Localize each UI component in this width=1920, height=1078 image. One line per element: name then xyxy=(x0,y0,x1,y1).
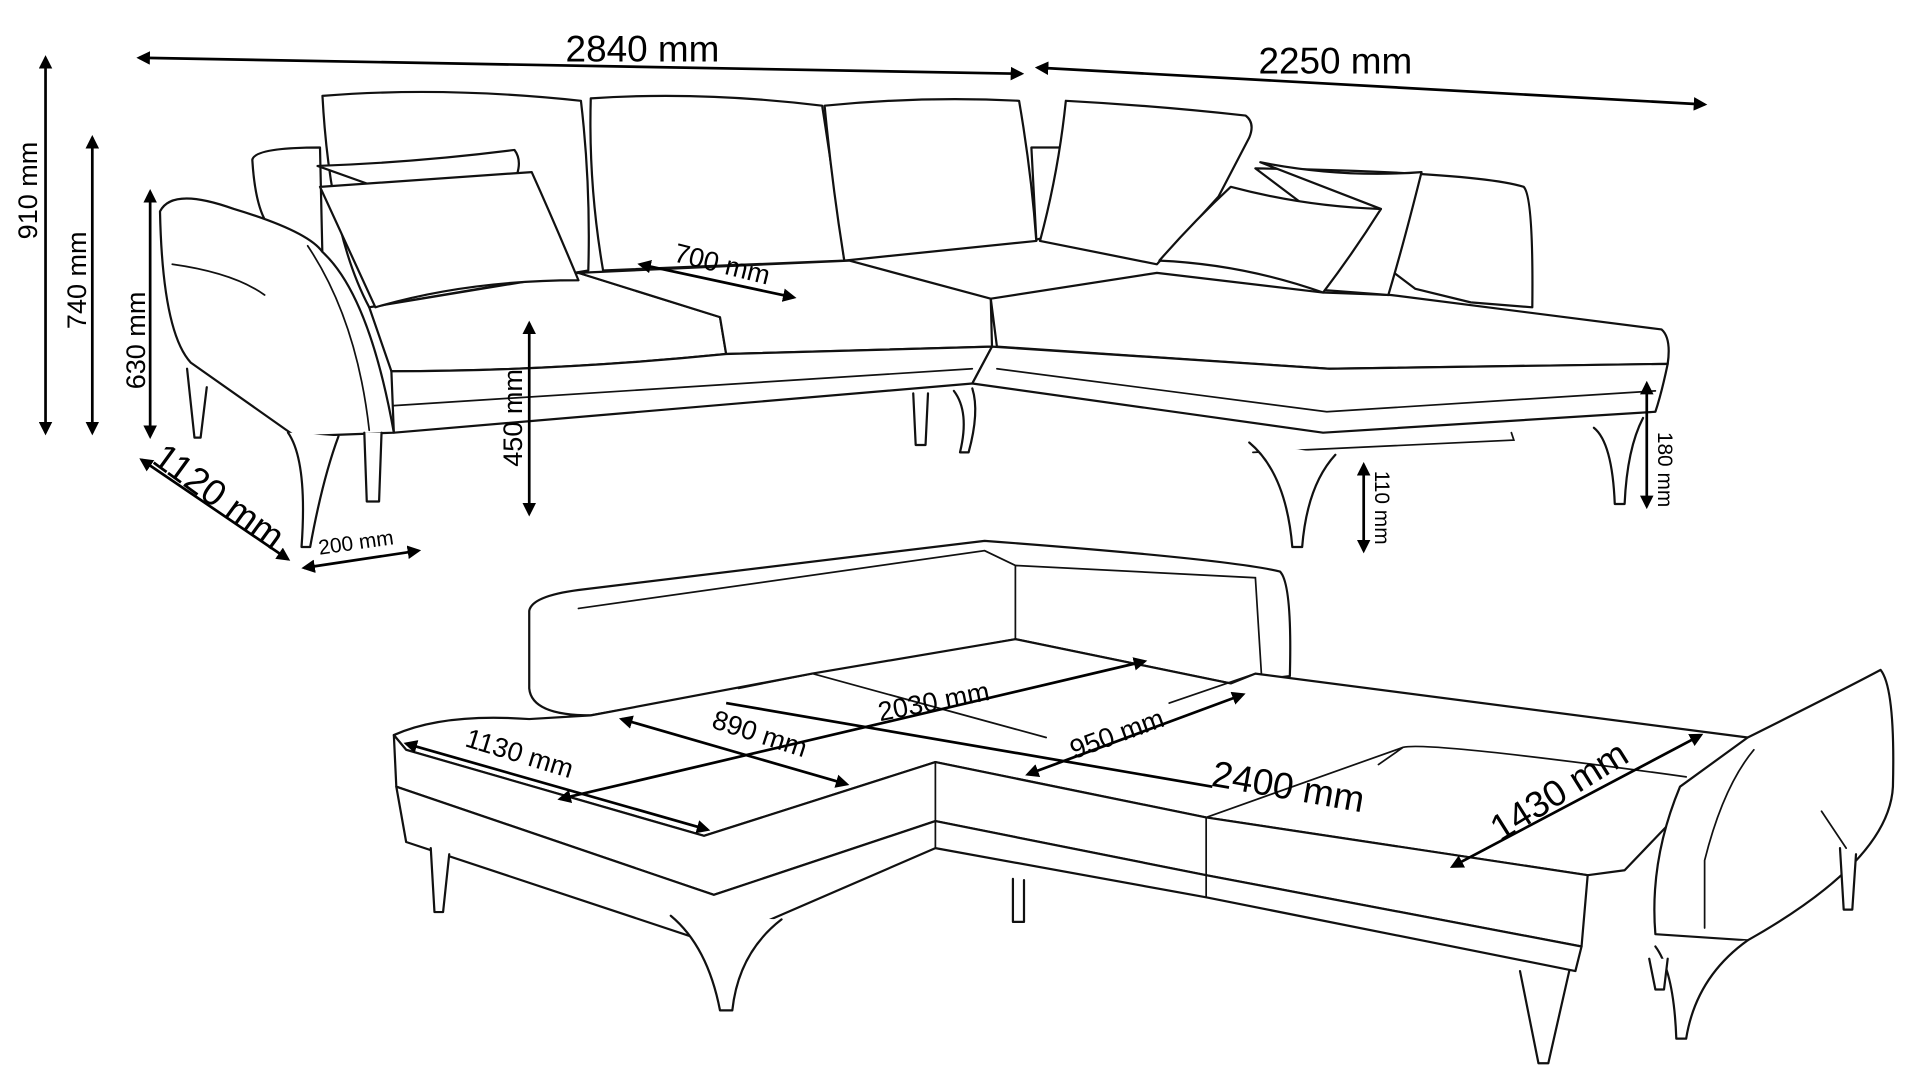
leg xyxy=(1011,877,1026,923)
leg xyxy=(1248,441,1337,549)
leg xyxy=(1592,416,1645,506)
assembled-sofa-drawing xyxy=(158,90,1670,549)
arrow-1120 xyxy=(139,458,291,561)
leg xyxy=(185,367,208,439)
bed-armrest xyxy=(1653,668,1895,942)
arrow-1130 xyxy=(403,740,711,834)
arrow-2400-line xyxy=(725,701,1213,789)
leg xyxy=(912,392,930,447)
left-base xyxy=(390,345,994,434)
armrest-seam xyxy=(171,244,371,432)
chaise-base xyxy=(971,345,1669,434)
arrow-2250 xyxy=(1034,61,1708,111)
leg xyxy=(1654,939,1749,1040)
label-width-left: 2840 mm xyxy=(566,28,720,69)
bed-back-inner xyxy=(577,549,1263,677)
leg xyxy=(1648,957,1669,991)
pillow-left xyxy=(318,170,580,309)
dimension-arrows xyxy=(38,51,1708,868)
label-leg-chaise: 180 mm xyxy=(1653,432,1676,507)
leg xyxy=(952,387,977,454)
arrow-890 xyxy=(618,715,850,788)
arrow-700 xyxy=(637,259,797,302)
label-height-arm: 630 mm xyxy=(121,292,151,390)
leg xyxy=(1518,969,1571,1065)
pillow-back-right xyxy=(1259,161,1423,297)
back-cushion-2 xyxy=(589,94,846,272)
back-cushion-3 xyxy=(823,98,1038,262)
arrow-200 xyxy=(301,545,422,573)
label-seat-height: 450 mm xyxy=(498,369,528,467)
leg xyxy=(286,431,340,549)
label-leg-front: 110 mm xyxy=(1370,471,1393,545)
label-height-back: 740 mm xyxy=(62,231,92,329)
armrest-seam xyxy=(1703,748,1848,929)
left-armrest xyxy=(158,197,395,438)
leg xyxy=(363,431,383,503)
label-width-right: 2250 mm xyxy=(1258,41,1412,82)
leg xyxy=(429,847,451,914)
leg xyxy=(669,914,783,1012)
arrow-2840 xyxy=(136,51,1025,81)
chaise-underframe xyxy=(1252,431,1516,454)
bed-mode-sofa-drawing xyxy=(392,539,1895,1065)
base-seam xyxy=(392,367,1657,413)
label-height-total: 910 mm xyxy=(13,142,43,240)
leg xyxy=(1838,847,1858,911)
pillow-right xyxy=(1158,185,1383,294)
label-depth: 1120 mm xyxy=(146,435,292,557)
arrow-1430 xyxy=(1449,733,1704,868)
